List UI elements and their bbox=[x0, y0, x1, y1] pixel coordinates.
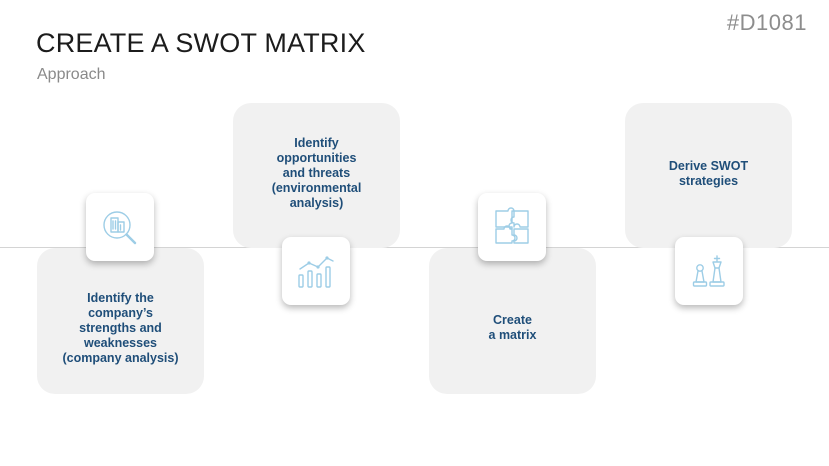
step-1-label: Identify the company’s strengths and wea… bbox=[62, 291, 179, 365]
page-title: CREATE A SWOT MATRIX bbox=[36, 28, 366, 58]
step-3-icon-box bbox=[478, 193, 546, 261]
step-3-card: Create a matrix bbox=[429, 248, 596, 394]
step-3-label: Create a matrix bbox=[488, 313, 537, 342]
step-2-icon-box bbox=[282, 237, 350, 305]
step-2-label: Identify opportunities and threats (envi… bbox=[271, 136, 362, 210]
step-4-card: Derive SWOT strategies bbox=[625, 103, 792, 248]
step-2-card: Identify opportunities and threats (envi… bbox=[233, 103, 400, 248]
bar-chart-icon bbox=[298, 256, 334, 288]
step-1-card: Identify the company’s strengths and wea… bbox=[37, 248, 204, 394]
chess-pieces-icon bbox=[692, 255, 725, 287]
puzzle-icon bbox=[495, 207, 529, 244]
step-1-icon-box bbox=[86, 193, 154, 261]
step-4-label: Derive SWOT strategies bbox=[668, 159, 749, 188]
page-subtitle: Approach bbox=[37, 66, 106, 83]
step-4-icon-box bbox=[675, 237, 743, 305]
magnifier-building-icon bbox=[103, 211, 137, 245]
page-id: #D1081 bbox=[726, 10, 807, 35]
timeline-divider bbox=[0, 247, 829, 248]
